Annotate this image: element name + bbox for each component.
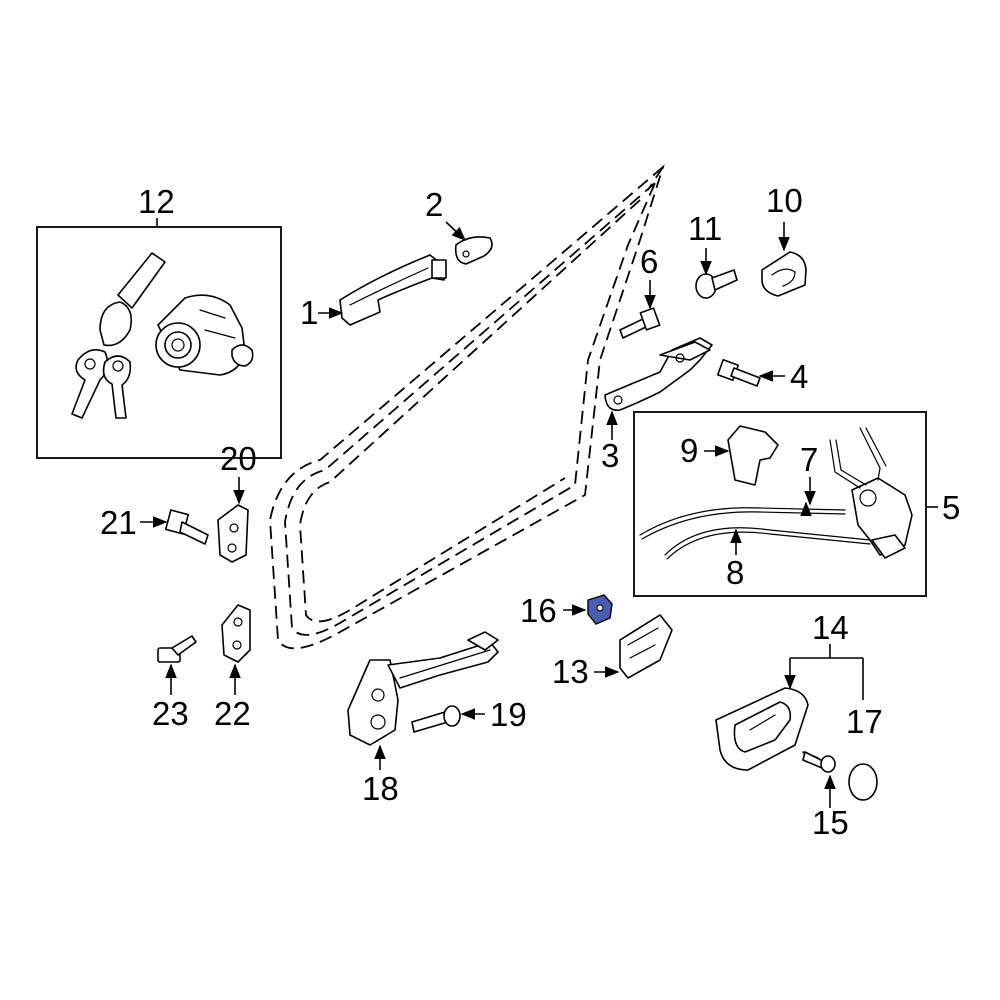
cable-7-icon[interactable] xyxy=(639,507,846,540)
callout-7[interactable]: 7 xyxy=(800,441,818,478)
leader-arrows xyxy=(140,221,836,808)
key-icon[interactable] xyxy=(71,252,166,419)
bolt-4-icon[interactable] xyxy=(716,358,761,387)
striker-icon[interactable] xyxy=(761,251,807,297)
door-check-icon[interactable] xyxy=(347,631,499,746)
bolt-23-icon[interactable] xyxy=(157,635,197,663)
clip-icon[interactable] xyxy=(587,594,613,625)
lock-cover-icon[interactable] xyxy=(727,425,779,486)
callout-20[interactable]: 20 xyxy=(220,440,257,477)
callout-19[interactable]: 19 xyxy=(490,696,527,733)
bolt-6-icon[interactable] xyxy=(619,307,661,339)
callout-13[interactable]: 13 xyxy=(552,653,589,690)
callout-6[interactable]: 6 xyxy=(640,243,658,280)
callout-11[interactable]: 11 xyxy=(688,210,722,247)
callout-10[interactable]: 10 xyxy=(766,182,803,219)
callout-labels: 1 2 3 4 5 6 7 8 9 10 11 12 13 14 15 16 1… xyxy=(100,182,960,841)
door-lock-assembly-box xyxy=(633,411,938,597)
cable-8-icon[interactable] xyxy=(664,527,871,560)
callout-18[interactable]: 18 xyxy=(362,770,399,807)
key-lock-set-box xyxy=(36,218,282,459)
inside-handle-icon[interactable] xyxy=(715,687,809,771)
bolt-21-icon[interactable] xyxy=(164,509,209,545)
callout-12[interactable]: 12 xyxy=(138,183,175,220)
lower-hinge-icon[interactable] xyxy=(221,604,251,663)
callout-3[interactable]: 3 xyxy=(601,437,619,474)
handle-frame-icon[interactable] xyxy=(604,337,713,412)
callout-8[interactable]: 8 xyxy=(726,554,744,591)
callout-22[interactable]: 22 xyxy=(214,695,251,732)
callout-14[interactable]: 14 xyxy=(812,609,849,646)
callout-16[interactable]: 16 xyxy=(520,592,557,629)
callout-1[interactable]: 1 xyxy=(300,294,318,331)
cap-icon[interactable] xyxy=(848,763,878,801)
callout-2[interactable]: 2 xyxy=(425,186,443,223)
handle-cap-icon[interactable] xyxy=(454,236,493,265)
callout-14-bracket xyxy=(784,644,864,700)
callout-15[interactable]: 15 xyxy=(812,804,849,841)
callout-9[interactable]: 9 xyxy=(680,432,698,469)
bolt-11-icon[interactable] xyxy=(695,269,738,299)
screw-icon[interactable] xyxy=(802,751,836,773)
callout-23[interactable]: 23 xyxy=(152,695,189,732)
callout-5[interactable]: 5 xyxy=(942,489,960,526)
inside-handle-bracket-icon[interactable] xyxy=(619,614,673,679)
outside-handle-icon[interactable] xyxy=(339,254,447,326)
lock-cylinder-icon[interactable] xyxy=(155,294,254,376)
callout-17[interactable]: 17 xyxy=(846,703,883,740)
callout-4[interactable]: 4 xyxy=(790,358,808,395)
bolt-19-icon[interactable] xyxy=(411,705,461,733)
callout-21[interactable]: 21 xyxy=(100,504,137,541)
upper-hinge-icon[interactable] xyxy=(217,504,249,563)
door-outline xyxy=(269,164,665,650)
latch-actuator-icon[interactable] xyxy=(829,427,913,559)
